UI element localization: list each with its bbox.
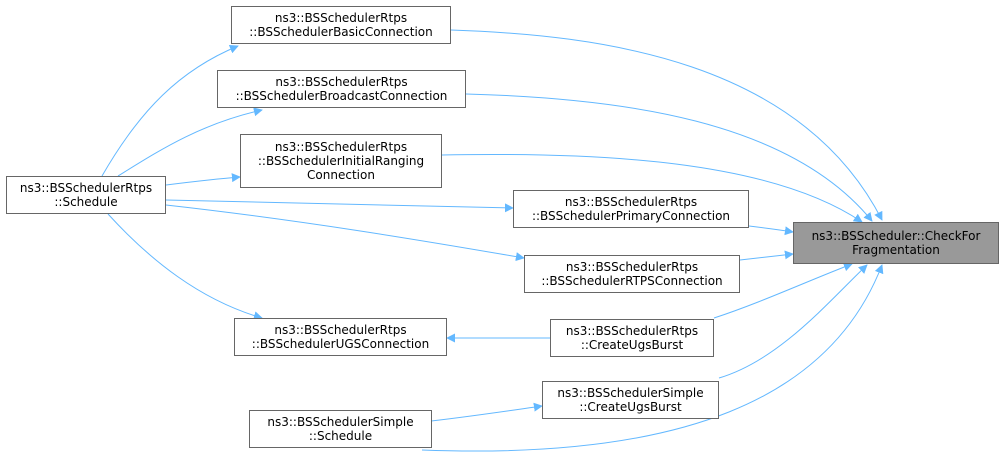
edge-schedule-to-ugs: [107, 213, 263, 321]
node-line: ns3::BSSchedulerSimple: [267, 415, 414, 429]
node-rtps-connection[interactable]: ns3::BSSchedulerRtps ::BSSchedulerRTPSCo…: [524, 255, 740, 293]
edge-basic-to-target: [450, 29, 883, 221]
node-line: Fragmentation: [852, 243, 940, 257]
edge-simplesched-to-simpleburst: [421, 402, 543, 423]
node-line: ::BSSchedulerBasicConnection: [249, 25, 433, 39]
edge-simplesched-to-target: [421, 264, 884, 452]
node-simple-schedule[interactable]: ns3::BSSchedulerSimple ::Schedule: [249, 410, 432, 448]
node-ugs-connection[interactable]: ns3::BSSchedulerRtps ::BSSchedulerUGSCon…: [234, 318, 447, 356]
edge-rtps-to-target: [739, 250, 794, 261]
node-line: ::BSSchedulerInitialRanging: [257, 154, 425, 168]
node-line: ns3::BSSchedulerRtps: [565, 260, 699, 274]
node-line: ns3::BSSchedulerRtps: [564, 195, 698, 209]
node-line: Connection: [307, 168, 375, 182]
node-simple-create-ugs-burst[interactable]: ns3::BSSchedulerSimple ::CreateUgsBurst: [542, 381, 719, 419]
edge-rtpsburst-to-target: [713, 262, 853, 319]
node-line: ns3::BSSchedulerRtps: [275, 75, 408, 89]
node-line: ns3::BSSchedulerSimple: [557, 386, 704, 400]
node-line: ::BSSchedulerPrimaryConnection: [531, 209, 731, 223]
node-line: ::Schedule: [308, 429, 373, 443]
edge-primary-to-target: [748, 225, 794, 236]
edge-schedule-to-primary: [165, 199, 514, 213]
node-line: ns3::BSSchedulerRtps: [565, 324, 699, 338]
node-line: ns3::BSSchedulerRtps: [274, 11, 408, 25]
node-line: ::BSSchedulerRTPSConnection: [541, 274, 723, 288]
edge-schedule-to-basic: [101, 44, 239, 177]
node-rtps-schedule[interactable]: ns3::BSSchedulerRtps ::Schedule: [6, 176, 166, 214]
node-check-for-fragmentation: ns3::BSScheduler::CheckFor Fragmentation: [793, 222, 999, 264]
edge-schedule-to-initial: [165, 173, 241, 186]
node-line: ::BSSchedulerUGSConnection: [251, 337, 430, 351]
node-line: ns3::BSSchedulerRtps: [274, 323, 407, 337]
node-basic-connection[interactable]: ns3::BSSchedulerRtps ::BSSchedulerBasicC…: [231, 6, 451, 44]
edge-schedule-to-rtps: [165, 204, 525, 262]
node-line: ns3::BSSchedulerRtps: [19, 181, 153, 195]
edge-schedule-to-broadcast: [117, 107, 263, 177]
node-broadcast-connection[interactable]: ns3::BSSchedulerRtps ::BSSchedulerBroadc…: [217, 70, 466, 108]
node-line: ::CreateUgsBurst: [580, 338, 684, 352]
edge-broadcast-to-target: [465, 93, 873, 222]
node-rtps-create-ugs-burst[interactable]: ns3::BSSchedulerRtps ::CreateUgsBurst: [550, 319, 714, 357]
edge-simpleburst-to-target: [718, 264, 868, 379]
node-line: ::CreateUgsBurst: [579, 400, 682, 414]
node-primary-connection[interactable]: ns3::BSSchedulerRtps ::BSSchedulerPrimar…: [513, 190, 749, 228]
node-line: ns3::BSScheduler::CheckFor: [811, 229, 981, 243]
node-line: ::BSSchedulerBroadcastConnection: [235, 89, 448, 103]
node-initial-ranging-connection[interactable]: ns3::BSSchedulerRtps ::BSSchedulerInitia…: [240, 134, 442, 188]
node-line: ::Schedule: [54, 195, 118, 209]
edge-initial-to-target: [441, 153, 863, 223]
node-line: ns3::BSSchedulerRtps: [274, 140, 408, 154]
